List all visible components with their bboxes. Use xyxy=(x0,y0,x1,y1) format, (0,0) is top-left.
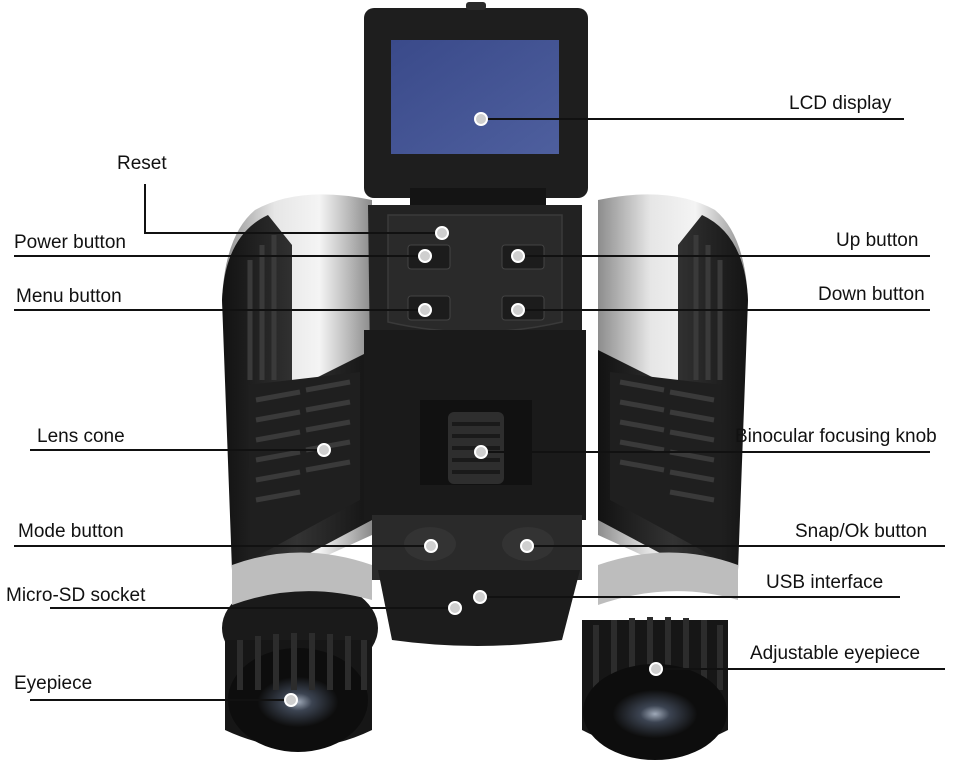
label-lens-cone: Lens cone xyxy=(37,426,125,447)
right-barrel xyxy=(582,194,748,760)
left-silver-band xyxy=(232,552,372,605)
marker-down-button xyxy=(511,303,525,317)
right-grip-ridges xyxy=(619,235,723,503)
marker-eyepiece xyxy=(284,693,298,707)
left-eyepiece-lens xyxy=(258,677,338,727)
leader-lines xyxy=(14,118,945,701)
label-snap-ok-button: Snap/Ok button xyxy=(795,521,928,542)
marker-lcd-display xyxy=(474,112,488,126)
marker-mode-button xyxy=(424,539,438,553)
central-body xyxy=(364,205,586,646)
label-binocular-focusing-knob: Binocular focusing knob xyxy=(735,426,937,447)
left-grip-texture xyxy=(248,372,360,560)
label-down-button: Down button xyxy=(818,284,925,305)
marker-focusing-knob xyxy=(474,445,488,459)
marker-lens-cone xyxy=(317,443,331,457)
lcd-top-notch xyxy=(466,2,486,10)
marker-menu-button xyxy=(418,303,432,317)
label-reset: Reset xyxy=(117,153,167,174)
leader-reset xyxy=(144,184,442,234)
right-grip-texture xyxy=(610,372,722,560)
right-silver-band xyxy=(598,552,738,605)
right-eyepiece-lens xyxy=(613,690,697,738)
label-power-button: Power button xyxy=(14,232,126,253)
marker-up-button xyxy=(511,249,525,263)
left-eyepiece-knurl xyxy=(237,633,367,690)
label-adjustable-eyepiece: Adjustable eyepiece xyxy=(750,643,921,664)
label-lcd-display: LCD display xyxy=(789,93,892,114)
marker-adjustable-eyepiece xyxy=(649,662,663,676)
lcd-screen-assembly xyxy=(364,2,588,214)
marker-usb xyxy=(473,590,487,604)
marker-reset xyxy=(435,226,449,240)
label-micro-sd-socket: Micro-SD socket xyxy=(6,585,146,606)
label-mode-button: Mode button xyxy=(18,521,124,542)
port-housing xyxy=(378,570,580,646)
marker-power-button xyxy=(418,249,432,263)
left-grip-ridges xyxy=(247,235,351,503)
label-usb-interface: USB interface xyxy=(766,572,884,593)
left-barrel xyxy=(222,194,378,752)
label-up-button: Up button xyxy=(836,230,919,251)
marker-micro-sd xyxy=(448,601,462,615)
marker-snap-ok-button xyxy=(520,539,534,553)
label-menu-button: Menu button xyxy=(16,286,122,307)
label-eyepiece: Eyepiece xyxy=(14,673,93,694)
lcd-screen xyxy=(391,40,559,154)
callout-markers xyxy=(284,112,663,707)
